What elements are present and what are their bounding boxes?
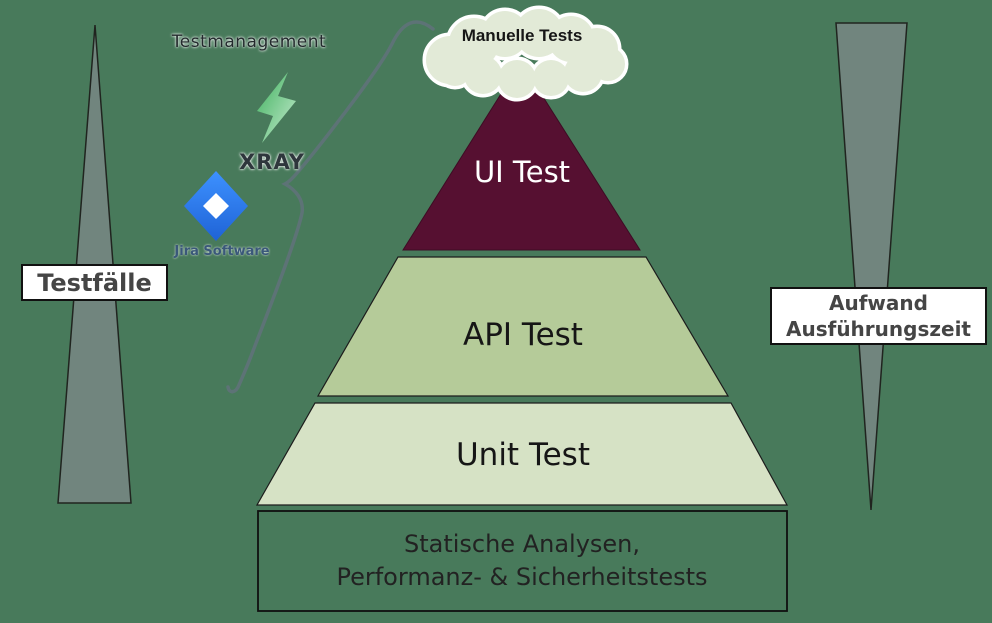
connector-squiggle [226, 20, 435, 394]
effort-label-box: Aufwand Ausführungszeit [770, 287, 987, 345]
pyramid-level-unit-shape [255, 402, 789, 506]
effort-wedge-shape [835, 22, 908, 511]
pyramid-base-rectangle [257, 510, 788, 612]
testcases-label-box: Testfälle [21, 264, 168, 301]
pyramid-level-api-shape [316, 256, 730, 397]
jira-logo-icon [184, 171, 248, 241]
pyramid-level-ui-shape [402, 61, 641, 251]
testmanagement-label: Testmanagement [171, 32, 327, 52]
pyramid-level-unit-label: Unit Test [455, 437, 590, 473]
cloud-shape [426, 9, 625, 98]
effort-label-line1: Aufwand [829, 291, 928, 315]
pyramid-level-api-label: API Test [463, 317, 583, 353]
cloud-label: Manuelle Tests [461, 26, 583, 45]
base-label-line1: Statische Analysen, [403, 530, 641, 558]
pyramid-level-ui-label: UI Test [473, 155, 571, 189]
effort-label-line2: Ausführungszeit [786, 317, 971, 341]
pyramid-base-label: Statische Analysen, Performanz- & Sicher… [268, 528, 776, 594]
base-label-line2: Performanz- & Sicherheitstests [336, 563, 708, 591]
testcases-label: Testfälle [37, 268, 152, 297]
jira-software-label: Jira Software [174, 244, 270, 259]
xray-product-label: XRAY [239, 150, 305, 174]
xray-bolt-icon [257, 72, 296, 143]
